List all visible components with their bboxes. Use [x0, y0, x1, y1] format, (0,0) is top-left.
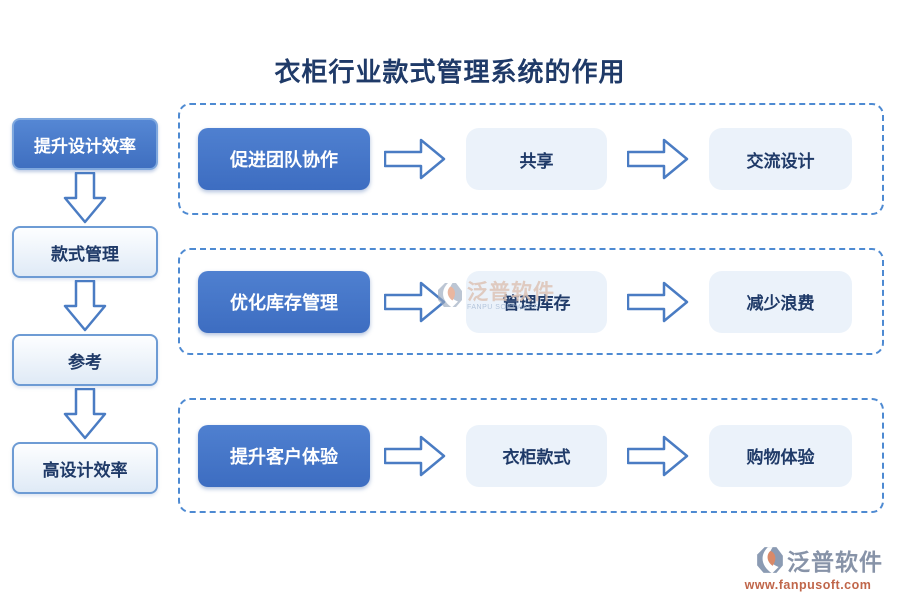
flow-step-label: 提升设计效率 [34, 136, 136, 156]
right-arrow-icon [627, 280, 689, 324]
flow-row-customer-experience: 提升客户体验 衣柜款式 购物体验 [178, 398, 884, 513]
flow-node-mid: 共享 [466, 128, 607, 190]
right-arrow-icon [627, 434, 689, 478]
flow-node-source: 促进团队协作 [198, 128, 370, 190]
down-arrow-icon [62, 386, 108, 442]
flow-node-result: 购物体验 [709, 424, 852, 487]
flow-step-label: 参考 [68, 352, 102, 372]
right-arrow-icon [384, 280, 446, 324]
flow-node-mid: 管理库存 [466, 270, 607, 333]
page-title: 衣柜行业款式管理系统的作用 [274, 58, 626, 87]
right-arrow-icon [384, 137, 446, 181]
flow-row-team-collaboration: 促进团队协作 共享 交流设计 [178, 103, 884, 215]
flow-step-box: 高设计效率 [12, 442, 158, 494]
flow-step-label: 款式管理 [51, 244, 119, 264]
flow-node-source: 提升客户体验 [198, 424, 370, 487]
flow-row-inventory: 优化库存管理 管理库存 减少浪费 [178, 248, 884, 355]
flow-node-result: 交流设计 [709, 128, 852, 190]
flow-node-mid: 衣柜款式 [466, 424, 607, 487]
left-flow: 提升设计效率 款式管理 参考 高设计效率 [12, 118, 158, 494]
fanpu-logo-icon [755, 545, 785, 575]
flow-step-box: 参考 [12, 334, 158, 386]
flow-node-source: 优化库存管理 [198, 270, 370, 333]
flow-step-box: 提升设计效率 [12, 118, 158, 170]
down-arrow-icon [62, 170, 108, 226]
right-arrow-icon [384, 434, 446, 478]
right-arrow-icon [627, 137, 689, 181]
flow-step-label: 高设计效率 [42, 460, 128, 480]
down-arrow-icon [62, 278, 108, 334]
flow-node-result: 减少浪费 [709, 270, 852, 333]
footer-brand: 泛普软件 www.fanpusoft.com [733, 543, 883, 592]
footer-brand-name: 泛普软件 [787, 550, 883, 575]
flow-step-box: 款式管理 [12, 226, 158, 278]
footer-website: www.fanpusoft.com [744, 578, 872, 592]
